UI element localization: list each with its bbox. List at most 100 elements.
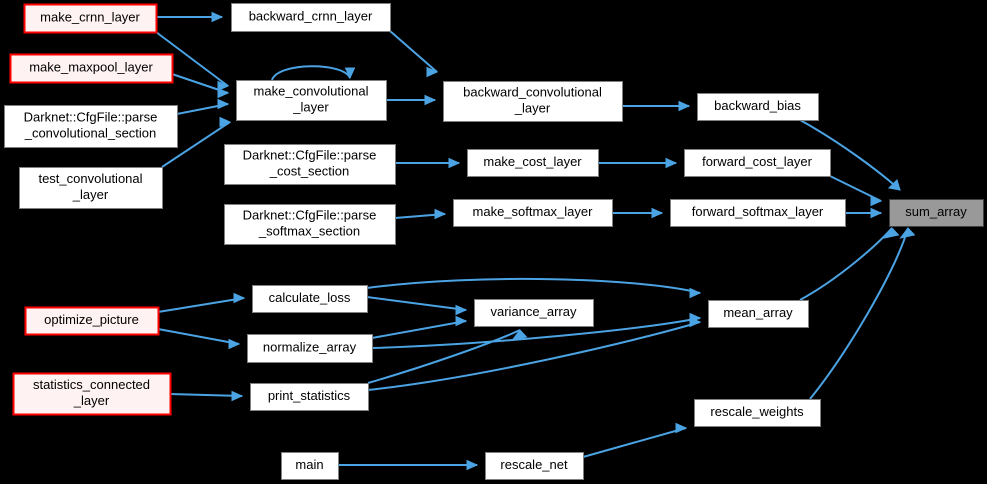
node-rescale_net[interactable]: rescale_net [485,452,584,480]
arrowhead-icon [424,94,437,106]
node-mean_array[interactable]: mean_array [708,300,809,328]
node-box[interactable] [453,199,613,227]
node-optimize_picture[interactable]: optimize_picture [24,306,160,336]
edge-calculate_loss-to-mean_array [366,277,702,299]
node-make_cost_layer[interactable]: make_cost_layer [467,149,599,177]
node-box[interactable] [889,199,984,227]
node-darknet_cfgfile_parse_convolutional_section[interactable]: Darknet::CfgFile::parse_convolutional_se… [4,105,178,148]
arrowhead-icon [448,157,461,169]
node-make_maxpool_layer[interactable]: make_maxpool_layer [9,53,174,84]
node-forward_softmax_layer[interactable]: forward_softmax_layer [670,199,846,227]
node-forward_cost_layer[interactable]: forward_cost_layer [684,149,831,177]
node-label: backward_crnn_layer [249,8,373,23]
node-box[interactable] [281,452,339,480]
node-box[interactable] [236,80,387,121]
edge-rescale_net-to-rescale_weights [582,422,688,458]
node-label: normalize_array [263,339,357,354]
arrowhead-icon [689,316,702,328]
node-box[interactable] [4,105,178,148]
node-backward_bias[interactable]: backward_bias [697,93,819,121]
nodes-layer: make_crnn_layer backward_crnn_layer make_m… [4,3,984,480]
node-box[interactable] [23,3,158,34]
node-box[interactable] [670,199,846,227]
arrowhead-icon [870,195,883,207]
arrowhead-icon [899,227,916,239]
node-box[interactable] [224,204,396,245]
node-box[interactable] [708,300,809,328]
node-box[interactable] [697,93,819,121]
node-variance_array[interactable]: variance_array [474,299,594,327]
arrowhead-icon [233,292,246,304]
node-darknet_cfgfile_parse_cost_section[interactable]: Darknet::CfgFile::parse_cost_section [224,144,396,185]
arrowhead-icon [217,87,230,99]
node-box[interactable] [24,306,160,336]
arrowhead-icon [466,459,479,471]
arrowhead-icon [883,227,900,239]
arrowhead-icon [675,422,688,434]
node-box[interactable] [252,285,368,313]
edge-darknet_cfgfile_parse_softmax_section-to-make_softmax_layer [394,208,447,220]
edge-main-to-rescale_net [338,459,479,471]
edge-test_convolutional_layer-to-make_convolutional_layer [161,116,232,168]
edge-darknet_cfgfile_parse_convolutional_section-to-make_convolutional_layer [176,98,230,115]
node-backward_convolutional_layer[interactable]: backward_convolutional_layer [443,81,623,122]
node-label: Darknet::CfgFile::parse [243,147,377,162]
arrowhead-icon [426,66,439,78]
node-statistics_connected_layer[interactable]: statistics_connected_layer [12,372,172,416]
edge-optimize_picture-to-calculate_loss [157,292,246,313]
node-make_softmax_layer[interactable]: make_softmax_layer [453,199,613,227]
node-make_convolutional_layer[interactable]: make_convolutional_layer [236,80,387,121]
node-box[interactable] [224,144,396,185]
node-label: make_maxpool_layer [29,59,153,74]
node-box[interactable] [247,334,373,363]
node-box[interactable] [694,399,821,427]
node-label: make_crnn_layer [40,9,140,24]
node-test_convolutional_layer[interactable]: test_convolutional_layer [19,167,163,209]
edges-layer [155,11,916,471]
node-box[interactable] [9,53,174,84]
node-box[interactable] [19,167,163,209]
arrowhead-icon [231,390,244,402]
node-label: _convolutional_section [24,125,157,140]
node-label: backward_bias [714,98,801,113]
node-label: test_convolutional [38,171,142,186]
arrowhead-icon [689,287,702,299]
node-label: rescale_net [500,457,568,472]
edge-make_convolutional_layer-to-make_convolutional_layer [271,65,356,81]
node-calculate_loss[interactable]: calculate_loss [252,285,368,313]
node-box[interactable] [467,149,599,177]
node-darknet_cfgfile_parse_softmax_section[interactable]: Darknet::CfgFile::parse_softmax_section [224,204,396,245]
edge-print_statistics-to-variance_array [367,329,528,384]
node-box[interactable] [443,81,623,122]
node-label: _layer [292,99,329,114]
arrowhead-icon [870,207,883,219]
node-backward_crnn_layer[interactable]: backward_crnn_layer [231,3,391,32]
edge-rescale_weights-to-sum_array [809,227,916,400]
edge-calculate_loss-to-variance_array [366,296,468,316]
node-label: _layer [73,393,110,408]
node-print_statistics[interactable]: print_statistics [250,383,369,411]
arrowhead-icon [887,179,901,191]
node-label: statistics_connected [33,377,150,392]
node-normalize_array[interactable]: normalize_array [247,334,373,363]
node-box[interactable] [250,383,369,411]
node-make_crnn_layer[interactable]: make_crnn_layer [23,3,158,34]
node-sum_array[interactable]: sum_array [889,199,984,227]
node-label: make_convolutional [254,83,369,98]
node-box[interactable] [485,452,584,480]
edge-forward_cost_layer-to-sum_array [829,175,883,207]
arrowhead-icon [511,329,528,341]
node-box[interactable] [684,149,831,177]
node-box[interactable] [474,299,594,327]
node-label: backward_convolutional [463,84,602,99]
node-label: _layer [514,100,551,115]
node-label: sum_array [905,204,967,219]
edge-mean_array-to-sum_array [799,227,900,301]
edge-backward_convolutional_layer-to-backward_bias [622,100,691,112]
node-box[interactable] [231,3,391,32]
node-main[interactable]: main [281,452,339,480]
node-rescale_weights[interactable]: rescale_weights [694,399,821,427]
edge-make_cost_layer-to-forward_cost_layer [598,157,678,169]
node-box[interactable] [12,372,172,416]
